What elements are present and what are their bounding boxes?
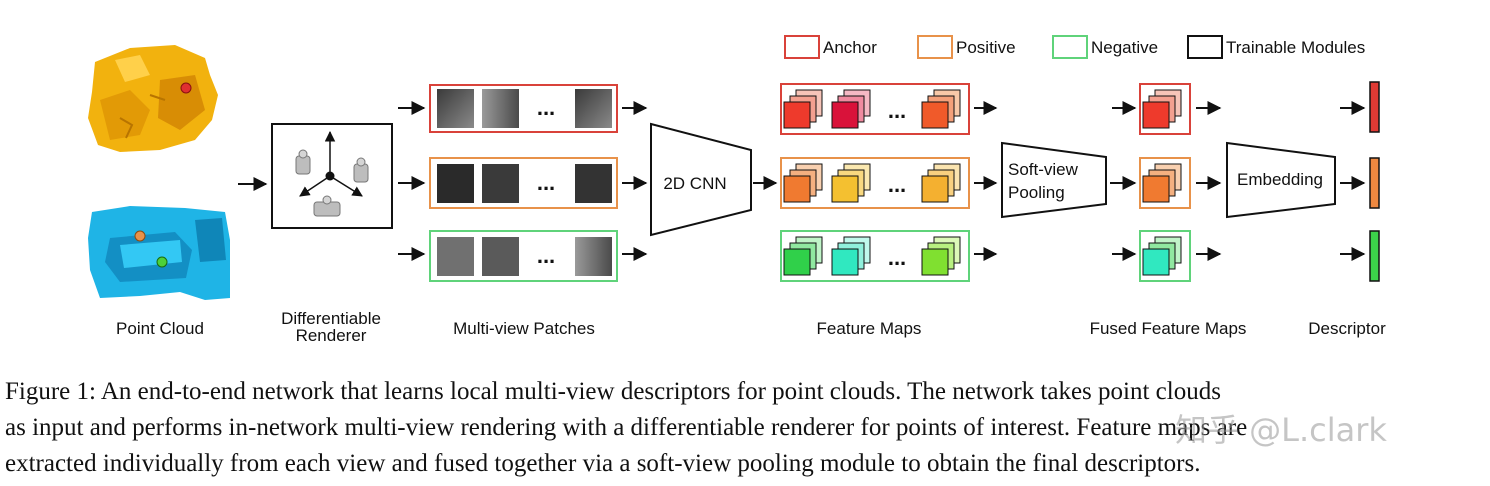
legend-anchor-swatch (784, 35, 820, 59)
label-feature-maps: Feature Maps (817, 319, 922, 338)
feature-map-stack (783, 236, 823, 276)
descriptor-bar-anchor (1369, 81, 1380, 133)
caption-line-1: Figure 1: An end-to-end network that lea… (5, 378, 1221, 405)
camera-icon (295, 149, 311, 175)
patch-row-positive: ... (429, 157, 618, 209)
legend: Anchor Positive Negative Trainable Modul… (784, 35, 1365, 59)
renderer-origin-dot (325, 171, 335, 181)
patch-row-anchor: ... (429, 84, 618, 133)
patch-image (575, 89, 612, 128)
fused-feature-map (1139, 230, 1191, 282)
blue-scan-point-green (156, 256, 168, 268)
pooling-label-line1: Soft-view (1008, 160, 1079, 179)
feature-map-row: ... (780, 157, 970, 209)
caption-line-3: extracted individually from each view an… (5, 450, 1201, 477)
legend-negative-label: Negative (1091, 38, 1158, 57)
figure-caption: Figure 1: An end-to-end network that lea… (5, 374, 1485, 482)
fused-feature-maps (1139, 83, 1191, 282)
legend-positive-label: Positive (956, 38, 1016, 57)
label-point-cloud: Point Cloud (116, 319, 204, 338)
legend-negative-swatch (1052, 35, 1088, 59)
blue-scan-image (88, 206, 230, 300)
blue-scan-point-orange (134, 230, 146, 242)
feature-map-stack (831, 163, 871, 203)
feature-map-stack (1142, 163, 1182, 203)
feature-map-stack (921, 236, 961, 276)
patch-ellipsis: ... (537, 95, 555, 120)
patch-ellipsis: ... (537, 243, 555, 268)
label-renderer-line1: Differentiable (281, 309, 381, 328)
feature-ellipsis: ... (888, 245, 906, 270)
pipeline-figure: Anchor Positive Negative Trainable Modul… (88, 35, 1386, 345)
feature-map-stack (831, 89, 871, 129)
fused-feature-map (1139, 157, 1191, 209)
patch-row-negative: ... (429, 230, 618, 282)
patch-image (437, 89, 474, 128)
label-descriptor: Descriptor (1308, 319, 1386, 338)
feature-map-stack (1142, 89, 1182, 129)
feature-ellipsis: ... (888, 172, 906, 197)
caption-line-2: as input and performs in-network multi-v… (5, 414, 1248, 441)
patch-ellipsis: ... (537, 170, 555, 195)
patch-image (482, 89, 519, 128)
legend-trainable-swatch (1187, 35, 1223, 59)
feature-map-stack (1142, 236, 1182, 276)
feature-map-stack (831, 236, 871, 276)
camera-icon (353, 157, 369, 183)
descriptor-bar-positive (1369, 157, 1380, 209)
label-patches: Multi-view Patches (453, 319, 595, 338)
feature-maps: ......... (780, 83, 970, 282)
embedding-module: Embedding (1226, 141, 1336, 219)
yellow-scan-image (88, 45, 218, 152)
label-fused-feature-maps: Fused Feature Maps (1090, 319, 1247, 338)
legend-anchor-label: Anchor (823, 38, 877, 57)
feature-map-stack (921, 89, 961, 129)
cnn-label: 2D CNN (663, 174, 726, 193)
patch-image (437, 237, 474, 276)
patch-image (482, 164, 519, 203)
soft-view-pooling-module: Soft-view Pooling (1001, 141, 1107, 219)
renderer-box (271, 123, 393, 229)
patch-image (575, 164, 612, 203)
yellow-scan-point-red (180, 82, 192, 94)
feature-map-row: ... (780, 230, 970, 282)
feature-map-row: ... (780, 83, 970, 135)
fused-feature-map (1139, 83, 1191, 135)
pooling-label-line2: Pooling (1008, 183, 1065, 202)
patch-image (482, 237, 519, 276)
patch-image (437, 164, 474, 203)
camera-icon (313, 195, 341, 217)
feature-map-stack (783, 89, 823, 129)
label-renderer-line2: Renderer (296, 326, 367, 345)
legend-positive-swatch (917, 35, 953, 59)
legend-trainable-label: Trainable Modules (1226, 38, 1365, 57)
watermark: 知乎 @L.clark (1175, 411, 1387, 449)
patch-image (575, 237, 612, 276)
embedding-label: Embedding (1237, 170, 1323, 189)
descriptor-bar-negative (1369, 230, 1380, 282)
feature-map-stack (783, 163, 823, 203)
cnn-module: 2D CNN (650, 122, 752, 237)
feature-ellipsis: ... (888, 98, 906, 123)
feature-map-stack (921, 163, 961, 203)
